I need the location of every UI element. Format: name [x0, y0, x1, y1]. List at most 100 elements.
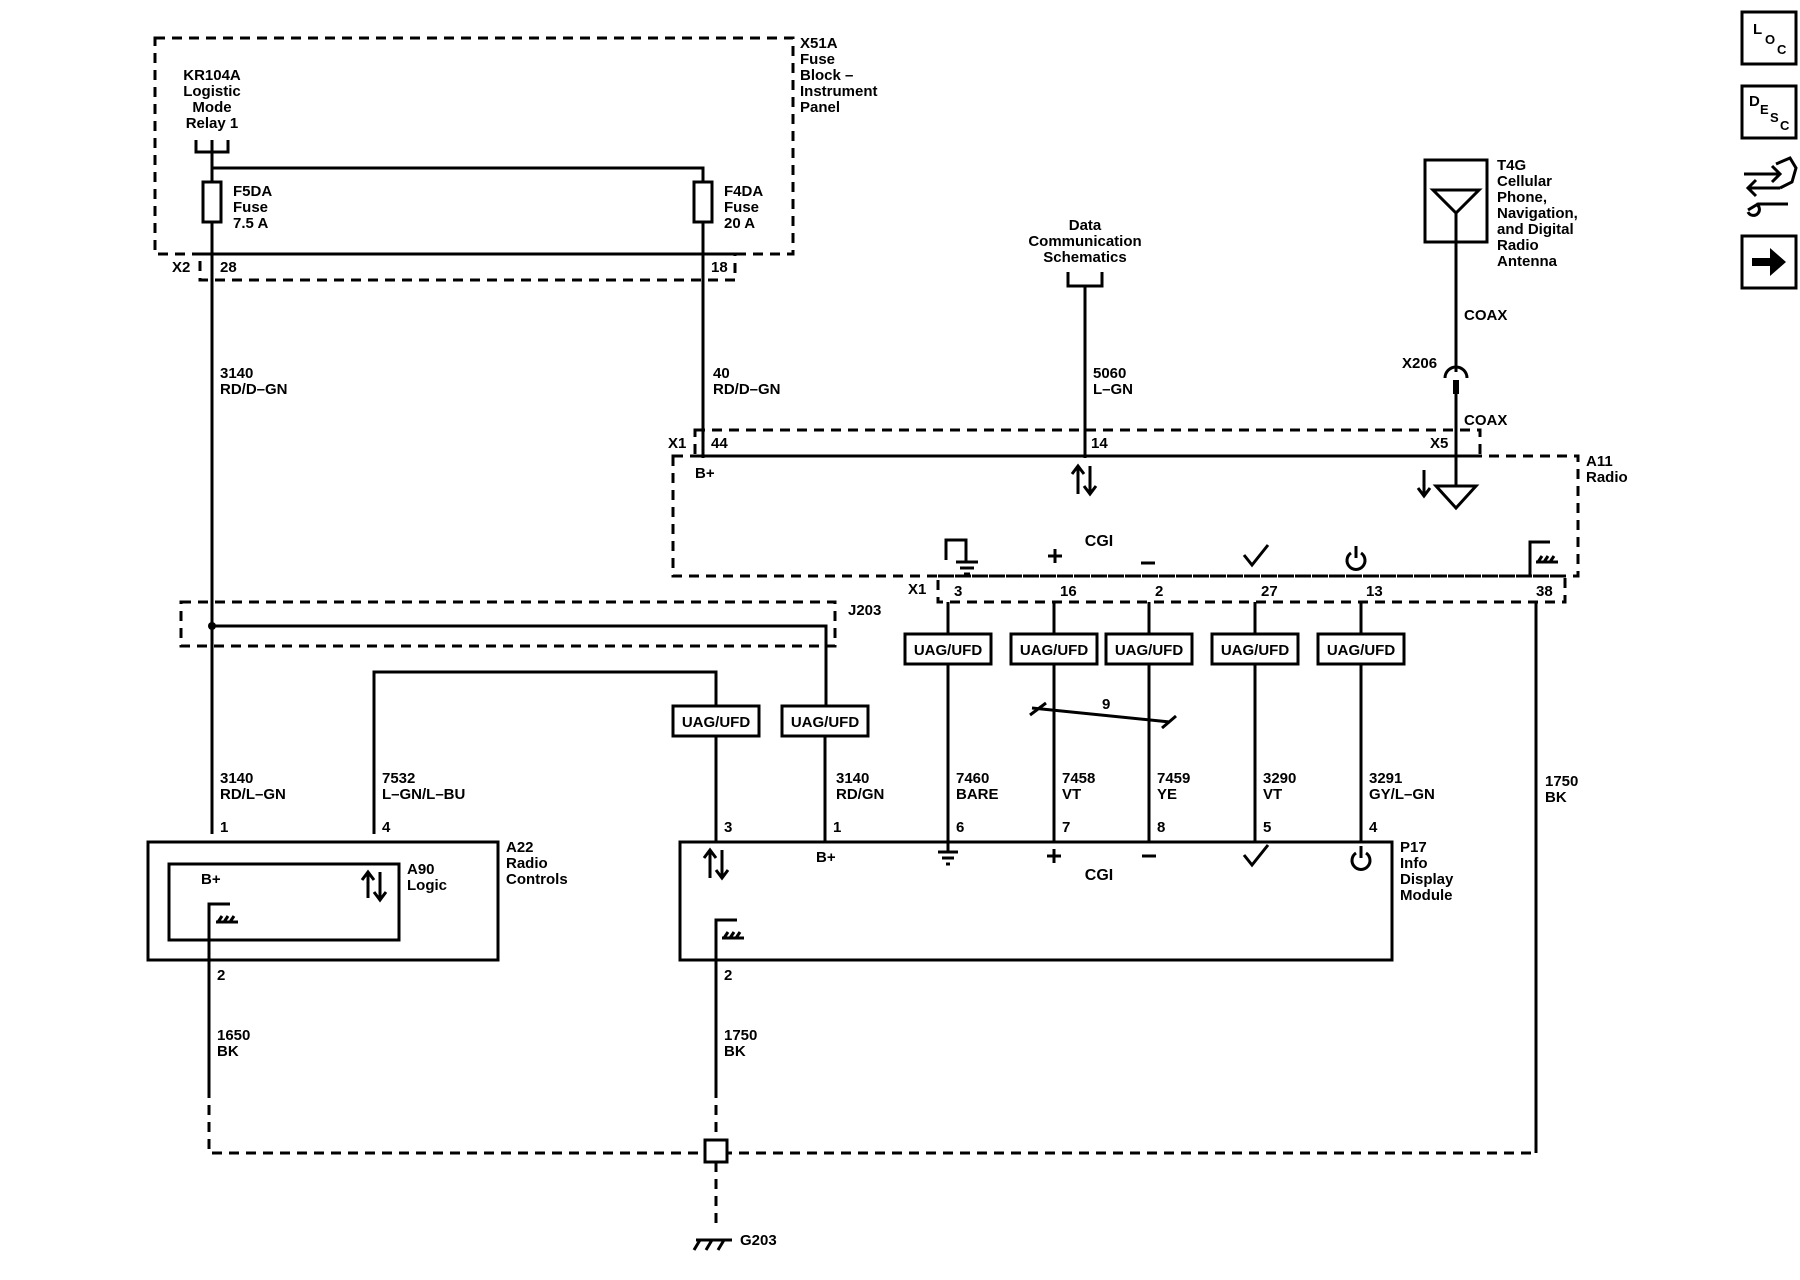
fuse-block-name-1: X51A	[800, 35, 838, 52]
antenna-name-6: Radio	[1497, 237, 1539, 254]
svg-text:UAG/UFD: UAG/UFD	[914, 642, 982, 659]
fuse2-name: F4DA	[724, 183, 763, 200]
wire-7532	[372, 670, 718, 834]
radio-pin-27: 27	[1261, 583, 1278, 600]
antenna-name-1: T4G	[1497, 157, 1526, 174]
relay-label-3: Mode	[192, 99, 231, 116]
coax-bottom-label: COAX	[1464, 412, 1507, 429]
radio-bplus: B+	[695, 465, 715, 482]
wire-1750-color: BK	[724, 1043, 746, 1060]
info-display-p17: 3 1 6 7 8 5 4 2 P17 Info Display Module …	[678, 819, 1454, 984]
a22-name-3: Controls	[506, 871, 568, 888]
p17-pin-5: 5	[1263, 819, 1271, 836]
wire-mid-7-color: VT	[1263, 786, 1282, 803]
relay-label-4: Relay 1	[186, 115, 239, 132]
wire-40-color: RD/D–GN	[713, 381, 781, 398]
wire-mid-6-color: YE	[1157, 786, 1177, 803]
fuse1-name: F5DA	[233, 183, 272, 200]
diagnostic-button[interactable]	[1744, 156, 1798, 217]
antenna-name-4: Navigation,	[1497, 205, 1578, 222]
loc-letter-c: C	[1777, 42, 1787, 57]
connector-x5: X5	[1430, 435, 1448, 452]
a22-name-1: A22	[506, 839, 534, 856]
p17-bplus: B+	[816, 849, 836, 866]
radio-cgi: CGI	[1085, 533, 1113, 550]
power-icon	[1345, 546, 1367, 571]
fuse-block-name-3: Block –	[800, 67, 853, 84]
radio-pin-16: 16	[1060, 583, 1077, 600]
connector-x2	[198, 252, 737, 282]
splice-dot	[208, 622, 216, 630]
connector-x206: X206	[1402, 355, 1437, 372]
desc-letter-d: D	[1749, 93, 1760, 110]
next-button[interactable]	[1740, 234, 1798, 290]
p17-plus-icon	[1047, 849, 1061, 863]
connector-x1-bottom	[936, 574, 1567, 604]
wire-5060-num: 5060	[1093, 365, 1126, 382]
signal-down-arrow-icon	[1416, 470, 1432, 499]
antenna-name-2: Cellular	[1497, 173, 1552, 190]
p17-name-2: Info	[1400, 855, 1428, 872]
p17-name-1: P17	[1400, 839, 1427, 856]
a22-pin-4: 4	[382, 819, 391, 836]
fuse-f5da-icon	[201, 180, 223, 224]
wire-5060-color: L–GN	[1093, 381, 1133, 398]
a22-chassis-ground-icon	[207, 902, 238, 960]
ground-splice-icon	[703, 1138, 729, 1164]
p17-pin-2: 2	[724, 967, 732, 984]
description-button[interactable]: D E S C	[1740, 84, 1798, 140]
radio-pin-38: 38	[1536, 583, 1553, 600]
svg-text:UAG/UFD: UAG/UFD	[1327, 642, 1395, 659]
wire-mid-3-color: RD/GN	[836, 786, 884, 803]
coax-connector-icon	[1443, 365, 1469, 379]
logic-a90	[167, 862, 401, 942]
uag-box-1: UAG/UFD	[671, 704, 761, 738]
p17-checkmark-icon	[1242, 844, 1270, 868]
p17-power-icon	[1350, 846, 1372, 871]
radio-name-1: A11	[1586, 453, 1613, 470]
a22-pin-2: 2	[217, 967, 225, 984]
data-comm-line-1: Data	[1069, 217, 1102, 234]
wire-mid-1-color: RD/L–GN	[220, 786, 286, 803]
wire-mid-5-num: 7458	[1062, 770, 1095, 787]
relay-label-2: Logistic	[183, 83, 241, 100]
wire-mid-2-color: L–GN/L–BU	[382, 786, 465, 803]
data-comm-line-2: Communication	[1028, 233, 1141, 250]
uag-box-5: UAG/UFD	[1104, 632, 1194, 666]
location-button[interactable]: L O C	[1740, 10, 1798, 66]
p17-chassis-ground-icon	[714, 918, 744, 960]
antenna-name-5: and Digital	[1497, 221, 1574, 238]
connector-x1-top	[693, 428, 1482, 458]
fuse-block-name-4: Instrument	[800, 83, 878, 100]
p17-pin-3: 3	[724, 819, 732, 836]
a90-data-arrows-icon	[360, 869, 388, 903]
wire-40-num: 40	[713, 365, 730, 382]
splice-label: J203	[848, 602, 881, 619]
coax-top-label: COAX	[1464, 307, 1507, 324]
wire-mid-3-num: 3140	[836, 770, 869, 787]
plus-icon	[1048, 549, 1062, 563]
uag-box-7: UAG/UFD	[1316, 632, 1406, 666]
p17-pin-7: 7	[1062, 819, 1070, 836]
splice-j203: J203	[179, 600, 881, 722]
p17-pin-8: 8	[1157, 819, 1165, 836]
fuse1-rating: 7.5 A	[233, 215, 268, 232]
data-arrows-icon	[1070, 463, 1098, 497]
data-communication-ref[interactable]: Data Communication Schematics	[1028, 217, 1142, 458]
desc-letter-e: E	[1760, 102, 1769, 117]
loc-letter-l: L	[1753, 21, 1762, 38]
antenna-icon	[1429, 188, 1483, 242]
a90-name-1: A90	[407, 861, 435, 878]
wire-3140-branch	[212, 624, 828, 722]
radio-chassis-ground-icon	[1528, 540, 1550, 576]
ground-label: G203	[740, 1232, 777, 1249]
loc-letter-o: O	[1765, 32, 1775, 47]
p17-name-4: Module	[1400, 887, 1453, 904]
relay-label-1: KR104A	[183, 67, 241, 84]
wire-3140-color: RD/D–GN	[220, 381, 288, 398]
ground-g203-icon	[692, 1238, 732, 1251]
p17-pin-4: 4	[1369, 819, 1378, 836]
wrench-icon	[1746, 202, 1788, 217]
wire-mid-1-num: 3140	[220, 770, 253, 787]
p17-pin-1: 1	[833, 819, 841, 836]
